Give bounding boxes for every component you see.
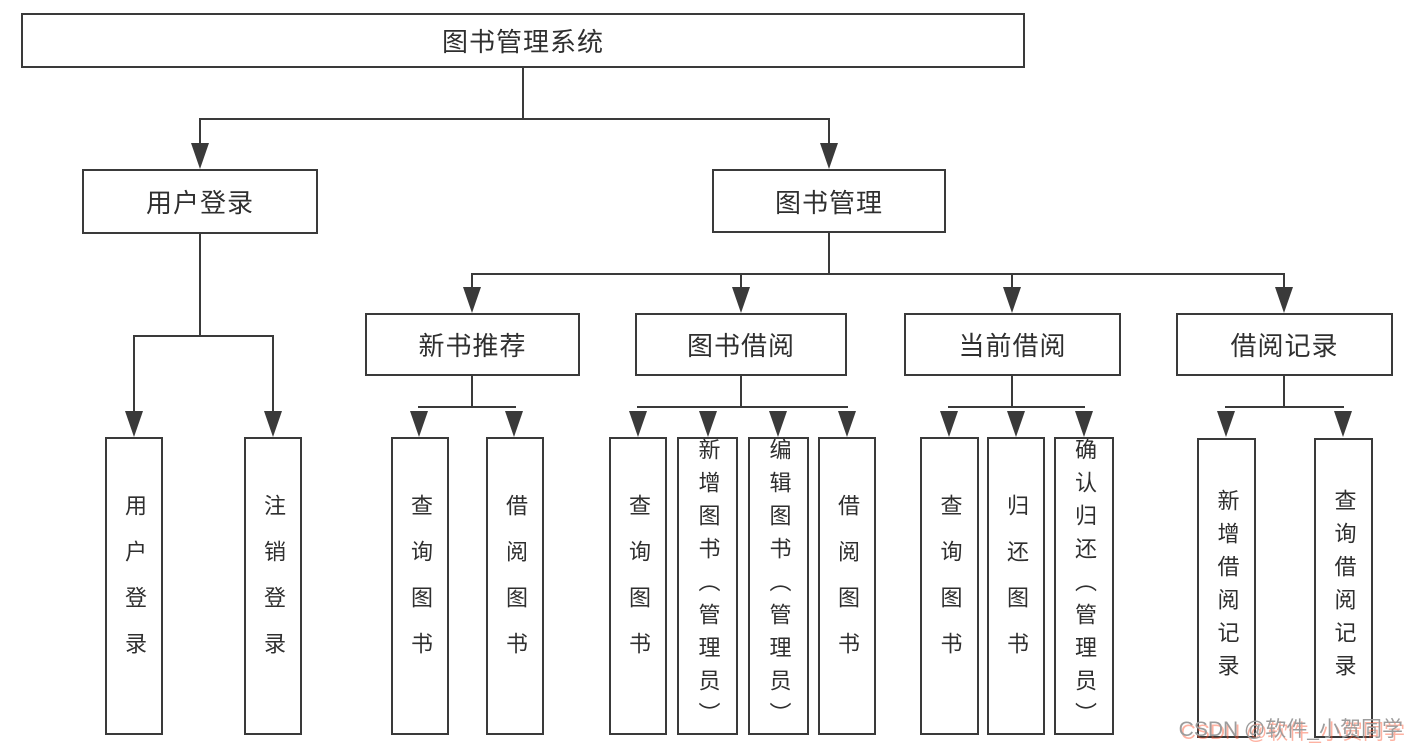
csdn-watermark: CSDN @软件_小贺同学 — [1178, 718, 1403, 741]
arrow-down-icon — [820, 143, 838, 169]
leaf-confirm-return-admin-label: 确认归还（管理员） — [1072, 437, 1097, 735]
connector-new-book-rec-stem — [471, 376, 473, 408]
connector-to-book-borrow — [740, 273, 742, 289]
connector-to-leaf-user-login — [133, 335, 135, 413]
arrow-down-icon — [769, 411, 787, 437]
leaf-edit-book-admin-label: 编辑图书（管理员） — [766, 437, 792, 735]
leaf-query-book-current: 查询图书 — [920, 437, 979, 735]
leaf-query-borrow-record: 查询借阅记录 — [1314, 438, 1373, 738]
connector-to-new-book-rec — [471, 273, 473, 289]
leaf-add-book-admin: 新增图书（管理员） — [677, 437, 738, 735]
arrow-down-icon — [1007, 411, 1025, 437]
leaf-edit-book-admin: 编辑图书（管理员） — [748, 437, 809, 735]
leaf-logout: 注销登录 — [244, 437, 302, 735]
leaf-query-borrow-record-label: 查询借阅记录 — [1331, 489, 1357, 687]
node-current-borrow: 当前借阅 — [904, 313, 1121, 376]
node-new-book-rec: 新书推荐 — [365, 313, 580, 376]
leaf-query-book-borrow: 查询图书 — [609, 437, 667, 735]
node-root-label: 图书管理系统 — [441, 27, 604, 57]
connector-current-borrow-stem — [1011, 376, 1013, 408]
arrow-down-icon — [125, 411, 143, 437]
leaf-return-book: 归还图书 — [987, 437, 1045, 735]
leaf-query-book-borrow-label: 查询图书 — [626, 494, 651, 678]
connector-to-borrow-record — [1283, 273, 1285, 289]
connector-to-user-login — [199, 118, 201, 146]
leaf-borrow-book-rec: 借阅图书 — [486, 437, 544, 735]
node-user-login: 用户登录 — [82, 169, 318, 234]
node-borrow-record: 借阅记录 — [1176, 313, 1393, 376]
connector-book-mgmt-stem — [828, 233, 830, 275]
connector-book-borrow-stem — [740, 376, 742, 408]
connector-borrow-record-split — [1225, 406, 1344, 408]
leaf-borrow-book-rec-label: 借阅图书 — [503, 494, 528, 678]
node-borrow-record-label: 借阅记录 — [1230, 331, 1339, 361]
leaf-add-borrow-record-label: 新增借阅记录 — [1214, 489, 1240, 687]
arrow-down-icon — [940, 411, 958, 437]
arrow-down-icon — [699, 411, 717, 437]
arrow-down-icon — [1003, 287, 1021, 313]
leaf-query-book-rec-label: 查询图书 — [408, 494, 433, 678]
arrow-down-icon — [1275, 287, 1293, 313]
arrow-down-icon — [1217, 411, 1235, 437]
node-book-mgmt-label: 图书管理 — [774, 187, 883, 218]
arrow-down-icon — [463, 287, 481, 313]
arrow-down-icon — [1334, 411, 1352, 437]
arrow-down-icon — [410, 411, 428, 437]
arrow-down-icon — [191, 143, 209, 169]
arrow-down-icon — [732, 287, 750, 313]
node-book-borrow-label: 图书借阅 — [686, 331, 795, 361]
arrow-down-icon — [629, 411, 647, 437]
leaf-query-book-rec: 查询图书 — [391, 437, 449, 735]
connector-to-book-mgmt — [828, 118, 830, 146]
connector-to-leaf-logout — [272, 335, 274, 413]
connector-current-borrow-split — [948, 406, 1085, 408]
connector-user-login-stem — [199, 233, 201, 337]
connector-book-borrow-split — [637, 406, 848, 408]
leaf-return-book-label: 归还图书 — [1004, 494, 1029, 678]
node-user-login-label: 用户登录 — [145, 188, 254, 218]
connector-borrow-record-stem — [1283, 376, 1285, 408]
connector-user-login-split — [133, 335, 274, 337]
arrow-down-icon — [1075, 411, 1093, 437]
arrow-down-icon — [264, 411, 282, 437]
leaf-add-borrow-record: 新增借阅记录 — [1197, 438, 1256, 738]
leaf-borrow-book-borrow-label: 借阅图书 — [835, 494, 860, 678]
arrow-down-icon — [505, 411, 523, 437]
leaf-user-login: 用户登录 — [105, 437, 163, 735]
node-current-borrow-label: 当前借阅 — [958, 331, 1067, 361]
node-new-book-rec-label: 新书推荐 — [418, 331, 527, 361]
leaf-add-book-admin-label: 新增图书（管理员） — [695, 437, 721, 735]
node-book-borrow: 图书借阅 — [635, 313, 847, 376]
leaf-logout-label: 注销登录 — [261, 494, 286, 678]
connector-root-stem — [522, 68, 524, 118]
leaf-user-login-label: 用户登录 — [122, 494, 147, 678]
leaf-borrow-book-borrow: 借阅图书 — [818, 437, 876, 735]
leaf-confirm-return-admin: 确认归还（管理员） — [1054, 437, 1114, 735]
connector-root-split — [199, 118, 830, 120]
connector-book-mgmt-split — [471, 273, 1285, 275]
node-root: 图书管理系统 — [21, 13, 1025, 68]
connector-to-current-borrow — [1011, 273, 1013, 289]
connector-new-book-rec-split — [418, 406, 516, 408]
node-book-mgmt: 图书管理 — [712, 169, 946, 233]
arrow-down-icon — [838, 411, 856, 437]
leaf-query-book-current-label: 查询图书 — [937, 494, 963, 678]
